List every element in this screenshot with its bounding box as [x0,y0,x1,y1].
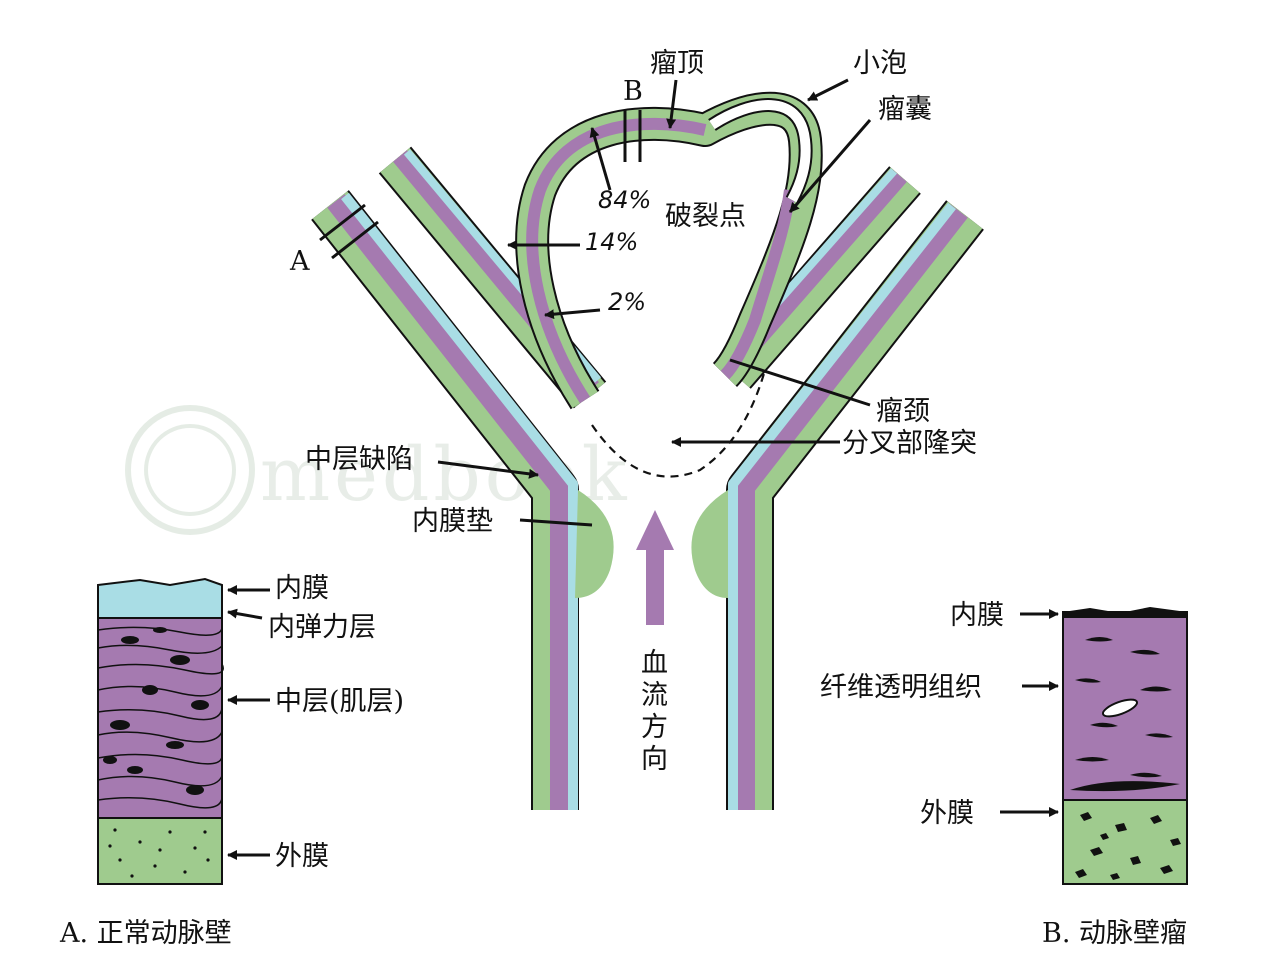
label-pct-84: 84% [598,186,651,214]
right-panel-arrows [1000,609,1059,817]
left-intimal-cushion [575,490,614,598]
label-aneurysm-top: 瘤顶 [650,48,704,79]
label-neck: 瘤颈 [876,396,930,427]
right-label-fibrohyaline: 纤维透明组织 [820,672,982,703]
label-section-b: B [623,76,643,107]
original-bifurcation-dashed [591,369,767,478]
flow-char: 向 [641,744,668,775]
section-mark-b [623,110,642,162]
flow-char: 流 [641,680,668,711]
label-flow-direction: 血 流 方 向 [641,648,668,775]
label-section-a: A [289,246,310,277]
left-label-adventitia: 外膜 [275,841,329,872]
label-bleb: 小泡 [853,48,907,79]
left-panel-arrows [227,585,270,860]
label-rupture-point: 破裂点 [665,201,746,232]
label-pct-2: 2% [608,288,646,316]
label-bifurcation-apex: 分叉部隆突 [842,428,977,459]
right-label-adventitia: 外膜 [920,798,974,829]
right-branch [726,200,984,810]
flow-char: 方 [641,712,668,743]
right-label-intima: 内膜 [950,600,1004,631]
caption-aneurysm-wall: B. 动脉壁瘤 [1042,918,1187,949]
left-label-intima: 内膜 [275,573,329,604]
left-label-media: 中层(肌层) [275,686,404,717]
caption-normal-wall: A. 正常动脉壁 [59,918,232,949]
aneurysm-wall-section [1062,607,1188,885]
label-pct-14: 14% [585,228,638,256]
leader-lines [519,358,871,527]
label-aneurysm-sac: 瘤囊 [878,94,932,125]
section-mark-a [319,203,379,260]
right-intimal-cushion [691,490,728,598]
left-branch [311,190,579,810]
leader-arrows [437,78,872,479]
flow-char: 血 [641,648,668,679]
normal-wall-section [97,577,224,885]
flow-arrow [636,510,674,625]
left-label-internal-elastic: 内弹力层 [268,612,376,643]
label-intimal-cushion: 内膜垫 [412,506,493,537]
label-medial-defect: 中层缺陷 [305,444,413,475]
